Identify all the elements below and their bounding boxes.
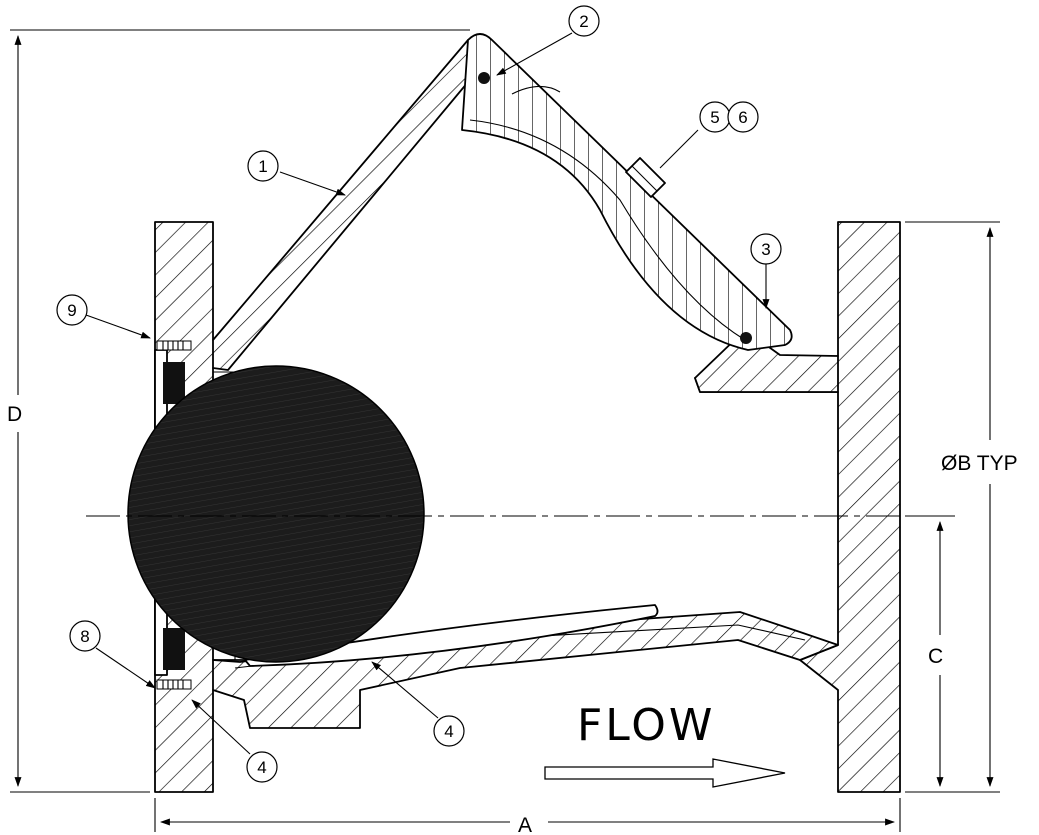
- callout-9: 9: [56, 294, 88, 326]
- svg-text:4: 4: [257, 758, 266, 777]
- callout-8: 8: [69, 620, 101, 652]
- upper-seat-bolt: [156, 340, 192, 351]
- callout-5: 5: [699, 101, 731, 133]
- flow-arrow-icon: [544, 758, 786, 788]
- lower-seat-bolt: [156, 679, 192, 690]
- dimension-lines: [10, 29, 1000, 832]
- cover-o-ring-bottom: [740, 332, 752, 344]
- check-ball: [127, 365, 425, 663]
- dimension-d-label: D: [7, 403, 22, 426]
- bonnet-neck: [212, 39, 489, 371]
- svg-text:8: 8: [80, 627, 89, 646]
- callout-6: 6: [727, 101, 759, 133]
- callout-1: 1: [247, 150, 279, 182]
- svg-text:2: 2: [579, 12, 588, 31]
- callout-2: 2: [568, 5, 600, 37]
- svg-text:5: 5: [710, 108, 719, 127]
- cover: [461, 33, 793, 351]
- cover-plug: [625, 157, 666, 198]
- callout-leaders: [85, 32, 770, 755]
- svg-text:3: 3: [761, 240, 770, 259]
- callout-4-lower: 4: [246, 751, 278, 783]
- svg-text:1: 1: [258, 157, 267, 176]
- callout-4-upper: 4: [433, 715, 465, 747]
- svg-text:9: 9: [67, 301, 76, 320]
- dimension-b-label: ØB TYP: [941, 452, 1018, 475]
- callout-3: 3: [750, 233, 782, 265]
- flow-label: FLOW: [577, 700, 715, 751]
- lower-seat-seal: [163, 628, 185, 670]
- dimension-c-label: C: [928, 645, 943, 668]
- dimension-a-label: A: [518, 814, 532, 835]
- upper-seat-seal: [163, 362, 185, 404]
- cover-plate: [461, 33, 793, 351]
- svg-text:4: 4: [444, 722, 453, 741]
- ball-guide-rib: [244, 604, 659, 667]
- cover-o-ring-top: [478, 72, 490, 84]
- svg-text:6: 6: [738, 108, 747, 127]
